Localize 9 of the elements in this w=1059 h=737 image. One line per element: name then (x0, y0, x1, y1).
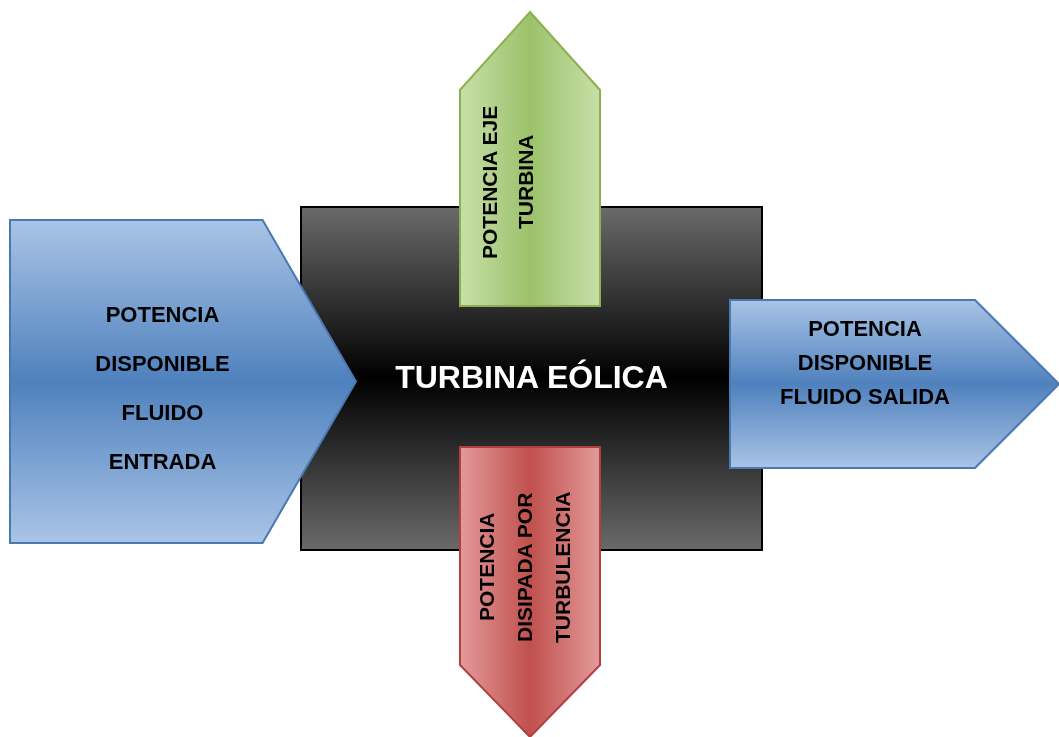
arrow-label: POTENCIA DISIPADA POR TURBULENCIA (474, 490, 575, 645)
arrow-label: POTENCIA EJE TURBINA (477, 104, 538, 261)
loss-arrow (460, 447, 600, 737)
input-arrow (10, 220, 356, 543)
output-arrow (730, 300, 1059, 468)
output-arrow (460, 12, 600, 306)
arrow-label: POTENCIA DISPONIBLE FLUIDO SALIDA (780, 315, 950, 411)
arrow-label: POTENCIA DISPONIBLE FLUIDO ENTRADA (94, 301, 231, 476)
title-label: TURBINA EÓLICA (394, 358, 669, 397)
